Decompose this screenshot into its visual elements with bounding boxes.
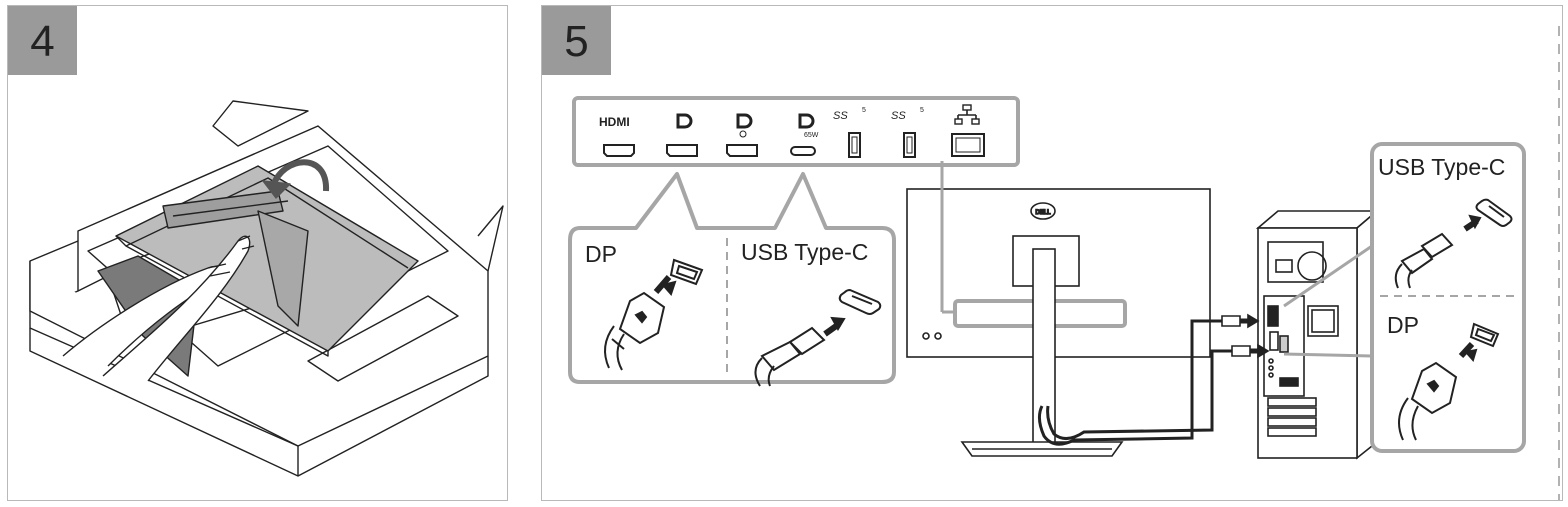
step-number: 5: [542, 6, 611, 75]
hdmi-label: HDMI: [599, 115, 630, 129]
pc-tower-illustration: [1240, 209, 1380, 460]
usb-c-connector-icon: [754, 288, 882, 387]
displayport-out-port-icon: [726, 113, 758, 157]
ethernet-port-icon: [951, 104, 985, 157]
dell-logo: DELL: [1035, 210, 1051, 216]
step-number: 4: [8, 6, 77, 75]
usb-c-port-icon: 65W: [790, 113, 819, 156]
usb-a-port-icon: SS 5: [833, 107, 866, 158]
right-callout: USB Type-C DP: [1370, 142, 1526, 453]
port-strip: HDMI 65W SS 5: [572, 96, 1020, 167]
dp-callout-label: DP: [1387, 312, 1419, 338]
hdmi-port-icon: HDMI: [599, 115, 635, 157]
superspeed-gen-label: 5: [920, 107, 924, 114]
step-5-panel: 5 HDMI 65W: [541, 5, 1563, 501]
displayport-port-icon: [666, 113, 698, 157]
dp-connector-icon: [1398, 322, 1500, 441]
superspeed-label: SS: [891, 110, 906, 122]
connection-diagram: HDMI 65W SS 5: [568, 26, 1560, 500]
usb-c-callout-label: USB Type-C: [741, 239, 868, 265]
dp-callout-label: DP: [585, 241, 617, 267]
dp-connector-icon: [604, 258, 704, 371]
power-delivery-label: 65W: [804, 132, 819, 139]
usb-a-port-icon: SS 5: [891, 107, 924, 158]
left-callout: DP USB Type-C: [568, 172, 896, 387]
monitor-rear-illustration: DELL: [906, 161, 1251, 457]
usb-c-connector-icon: [1394, 198, 1513, 289]
monitor-unboxing-illustration: [29, 100, 504, 477]
step-4-panel: 4: [7, 5, 508, 501]
superspeed-label: SS: [833, 110, 848, 122]
usb-c-callout-label: USB Type-C: [1378, 154, 1505, 180]
superspeed-gen-label: 5: [862, 107, 866, 114]
